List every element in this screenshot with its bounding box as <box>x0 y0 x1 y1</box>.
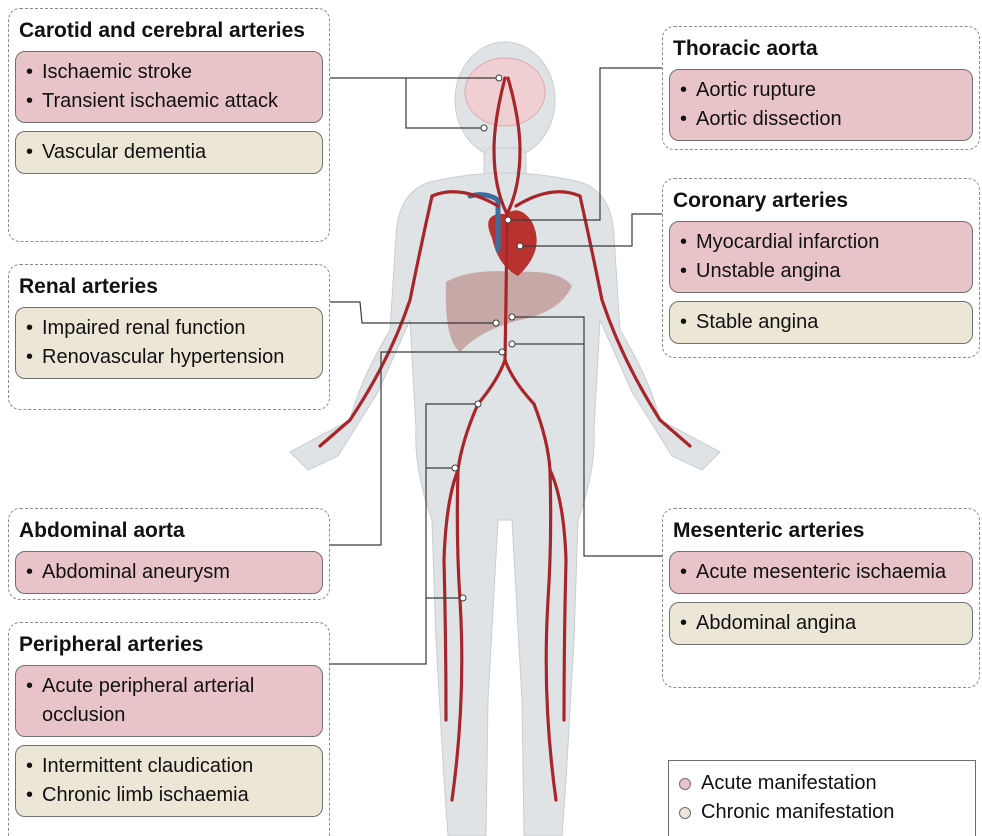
region-coronary: Coronary arteries Myocardial infarction … <box>662 178 980 358</box>
acute-group: Aortic rupture Aortic dissection <box>669 69 973 141</box>
brain <box>465 58 545 126</box>
chronic-group: Abdominal angina <box>669 602 973 645</box>
legend-chronic: Chronic manifestation <box>679 798 965 827</box>
region-title: Carotid and cerebral arteries <box>19 17 319 45</box>
region-renal: Renal arteries Impaired renal function R… <box>8 264 330 410</box>
chronic-item: Chronic limb ischaemia <box>26 781 312 810</box>
chronic-item: Vascular dementia <box>26 138 312 167</box>
legend-chronic-label: Chronic manifestation <box>701 798 894 827</box>
region-title: Mesenteric arteries <box>673 517 969 545</box>
acute-item: Myocardial infarction <box>680 228 962 257</box>
region-peripheral: Peripheral arteries Acute peripheral art… <box>8 622 330 836</box>
chronic-item: Abdominal angina <box>680 609 962 638</box>
region-carotid-cerebral: Carotid and cerebral arteries Ischaemic … <box>8 8 330 242</box>
acute-group: Myocardial infarction Unstable angina <box>669 221 973 293</box>
chronic-group: Impaired renal function Renovascular hyp… <box>15 307 323 379</box>
region-thoracic-aorta: Thoracic aorta Aortic rupture Aortic dis… <box>662 26 980 150</box>
body-silhouette <box>290 42 720 836</box>
chronic-item: Stable angina <box>680 308 962 337</box>
chronic-group: Intermittent claudication Chronic limb i… <box>15 745 323 817</box>
chronic-item: Impaired renal function <box>26 314 312 343</box>
region-title: Peripheral arteries <box>19 631 319 659</box>
legend: Acute manifestation Chronic manifestatio… <box>668 760 976 836</box>
acute-item: Transient ischaemic attack <box>26 87 312 116</box>
legend-acute-label: Acute manifestation <box>701 769 877 798</box>
chronic-group: Vascular dementia <box>15 131 323 174</box>
acute-item: Aortic dissection <box>680 105 962 134</box>
chronic-group: Stable angina <box>669 301 973 344</box>
region-title: Thoracic aorta <box>673 35 969 63</box>
chronic-dot-icon <box>679 807 691 819</box>
region-abdominal-aorta: Abdominal aorta Abdominal aneurysm <box>8 508 330 600</box>
chronic-item: Renovascular hypertension <box>26 343 312 372</box>
acute-item: Aortic rupture <box>680 76 962 105</box>
acute-group: Ischaemic stroke Transient ischaemic att… <box>15 51 323 123</box>
acute-dot-icon <box>679 778 691 790</box>
acute-group: Acute peripheral arterial occlusion <box>15 665 323 737</box>
region-title: Renal arteries <box>19 273 319 301</box>
acute-group: Acute mesenteric ischaemia <box>669 551 973 594</box>
legend-acute: Acute manifestation <box>679 769 965 798</box>
acute-group: Abdominal aneurysm <box>15 551 323 594</box>
region-title: Abdominal aorta <box>19 517 319 545</box>
acute-item: Abdominal aneurysm <box>26 558 312 587</box>
acute-item: Acute peripheral arterial occlusion <box>26 672 312 730</box>
region-title: Coronary arteries <box>673 187 969 215</box>
acute-item: Acute mesenteric ischaemia <box>680 558 962 587</box>
acute-item: Ischaemic stroke <box>26 58 312 87</box>
chronic-item: Intermittent claudication <box>26 752 312 781</box>
acute-item: Unstable angina <box>680 257 962 286</box>
region-mesenteric: Mesenteric arteries Acute mesenteric isc… <box>662 508 980 688</box>
